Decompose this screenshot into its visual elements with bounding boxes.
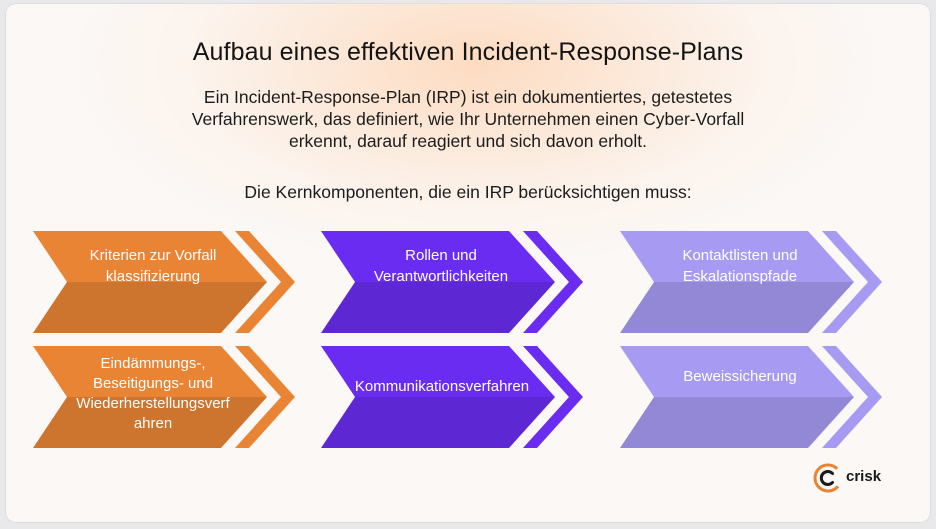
chevron-shape: [33, 231, 295, 333]
chevron-accent: [523, 346, 583, 448]
chevron-accent: [235, 231, 295, 333]
component-label-line: Eindämmungs-,: [100, 355, 206, 372]
intro-line: Verfahrenswerk, das definiert, wie Ihr U…: [191, 109, 745, 129]
component-label-line: Kontaktlisten und: [682, 247, 798, 264]
chevron-accent: [523, 231, 583, 333]
component-label: Kommunikationsverfahren: [347, 376, 537, 397]
chevron-accent: [822, 346, 882, 448]
component-label-line: Beweissicherung: [683, 368, 797, 385]
component-label-line: Beseitigungs- und: [92, 375, 214, 392]
intro-line: erkennt, darauf reagiert und sich davon …: [289, 131, 647, 151]
page-title: Aufbau eines effektiven Incident-Respons…: [192, 38, 744, 66]
component-label: Kontaktlisten und Eskalationspfade: [650, 245, 830, 287]
chevron-accent: [235, 346, 295, 448]
chevron-shape: [321, 231, 583, 333]
intro-line: Ein Incident-Response-Plan (IRP) ist ein…: [203, 87, 733, 107]
component-chevron: Rollen und Verantwortlichkeiten: [321, 231, 583, 333]
infographic-card: Aufbau eines effektiven Incident-Respons…: [6, 4, 930, 522]
component-label-line: Eskalationspfade: [682, 268, 798, 285]
component-chevron: Beweissicherung: [620, 346, 882, 448]
component-label: Rollen und Verantwortlichkeiten: [351, 245, 531, 287]
component-label-line: ahren: [133, 415, 173, 432]
intro-paragraph: Ein Incident-Response-Plan (IRP) ist ein…: [146, 86, 790, 152]
component-label-line: klassifizierung: [105, 268, 201, 285]
component-label-line: Verantwortlichkeiten: [373, 268, 509, 285]
chevron-body: [620, 346, 854, 448]
chevron-body: [33, 346, 267, 448]
component-chevron: Kontaktlisten und Eskalationspfade: [620, 231, 882, 333]
chevron-shape: [33, 346, 295, 448]
component-label: Kriterien zur Vorfall klassifizierung: [63, 245, 243, 287]
component-chevron: Kriterien zur Vorfall klassifizierung: [33, 231, 295, 333]
component-chevron: Kommunikationsverfahren: [321, 346, 583, 448]
component-label: Eindämmungs-, Beseitigungs- und Wiederhe…: [63, 354, 243, 434]
component-label-line: Kriterien zur Vorfall: [89, 247, 217, 264]
component-label-line: Wiederherstellungsverf: [76, 395, 230, 412]
chevron-shape: [620, 231, 882, 333]
component-chevron: Eindämmungs-, Beseitigungs- und Wiederhe…: [33, 346, 295, 448]
chevron-body: [321, 346, 555, 448]
crisk-logo-icon: [813, 463, 843, 493]
chevron-body: [33, 231, 267, 333]
chevron-body: [620, 231, 854, 333]
chevron-accent: [822, 231, 882, 333]
chevron-shape: [620, 346, 882, 448]
component-label: Beweissicherung: [650, 366, 830, 387]
brand-name: crisk: [846, 468, 882, 485]
component-label-line: Kommunikationsverfahren: [354, 378, 530, 395]
components-heading: Die Kernkomponenten, die ein IRP berücks…: [244, 182, 692, 202]
component-label-line: Rollen und: [405, 247, 477, 264]
chevron-shape: [321, 346, 583, 448]
chevron-body: [321, 231, 555, 333]
